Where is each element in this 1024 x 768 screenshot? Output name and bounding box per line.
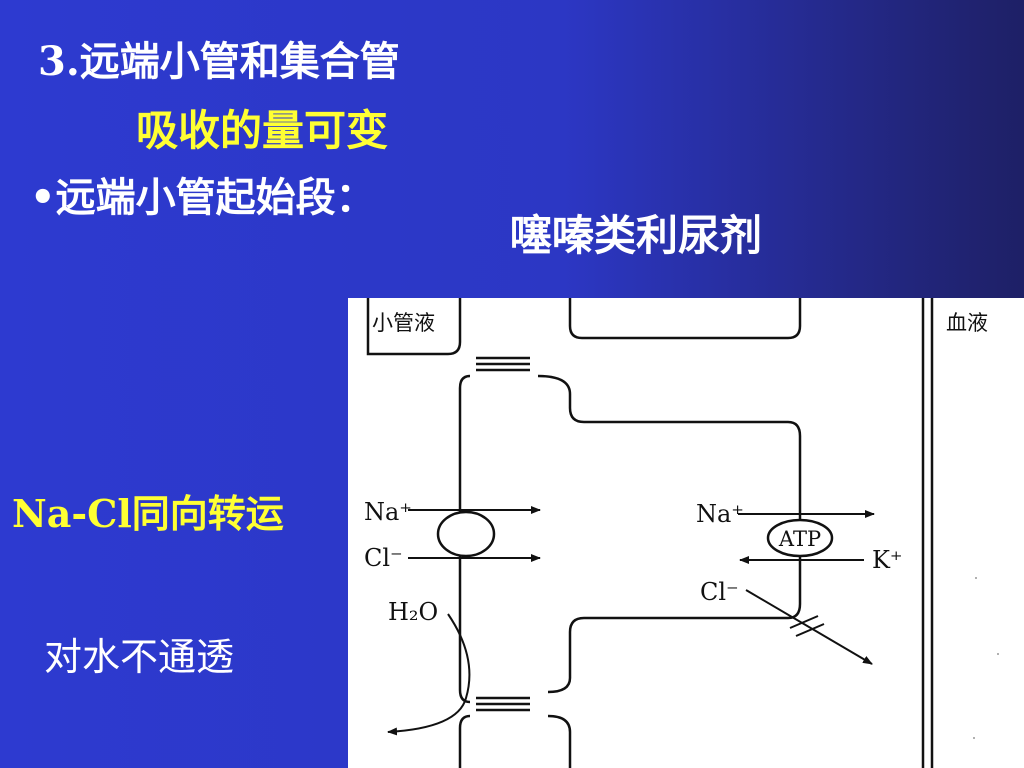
apical-cl-label: Cl⁻ — [364, 544, 403, 572]
cell-membrane-outline — [366, 298, 802, 768]
lumen-label: 小管液 — [372, 311, 435, 335]
tubule-cell-diagram: 小管液 血液 Na⁺ Cl⁻ H₂O ATP Na⁺ K⁺ Cl⁻ — [348, 298, 1024, 768]
basal-na-label: Na⁺ — [696, 500, 744, 528]
thiazide-diuretic-note: 噻嗪类利尿剂 — [510, 211, 763, 260]
slide-subtitle: 吸收的量可变 — [136, 106, 389, 155]
na-cl-cotransport-label: Na-Cl同向转运 — [12, 491, 284, 536]
cl-efflux-arrow — [745, 589, 873, 665]
atp-label: ATP — [778, 527, 821, 551]
bullet-distal-tubule: •远端小管起始段： — [30, 174, 376, 221]
slide-title: 3.远端小管和集合管 — [38, 38, 400, 85]
blood-label: 血液 — [946, 311, 988, 335]
diagram-canvas: 小管液 血液 Na⁺ Cl⁻ H₂O ATP Na⁺ K⁺ Cl⁻ — [364, 298, 999, 768]
basal-cl-label: Cl⁻ — [700, 578, 739, 606]
water-label: H₂O — [388, 598, 438, 626]
water-path-arrow — [387, 613, 471, 736]
water-impermeable-note: 对水不通透 — [44, 635, 235, 679]
basal-k-label: K⁺ — [872, 546, 903, 574]
basement-membrane — [921, 298, 934, 768]
apical-na-label: Na⁺ — [364, 498, 412, 526]
na-k-atpase-pump — [766, 518, 834, 558]
na-cl-cotransporter — [436, 510, 496, 558]
scan-artifacts — [973, 577, 999, 739]
cl-channel — [789, 615, 825, 637]
